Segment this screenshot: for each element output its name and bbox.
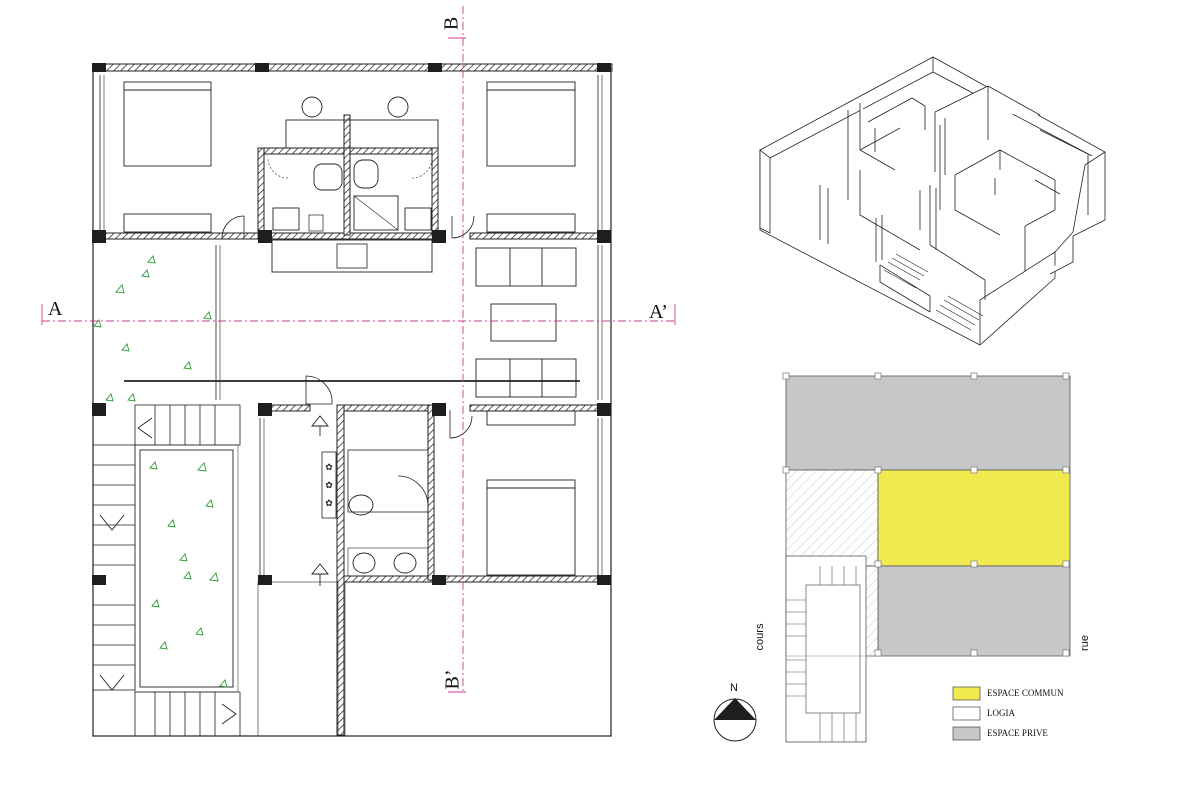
kitchen-sink [336,243,368,269]
site-diagram [782,372,1071,743]
north-arrow-icon [713,698,757,742]
shower [353,195,399,231]
stool [301,96,323,118]
wall [469,404,611,412]
svg-text:✿: ✿ [325,462,333,472]
desk [285,119,439,149]
site-columns [782,372,1070,657]
vegetation [93,255,228,688]
svg-text:✿: ✿ [325,498,333,508]
isometric-view [759,56,1106,346]
north-label: N [730,682,738,694]
street-side-label: rue [1079,635,1091,651]
wall [336,404,345,736]
legend-swatch-private [952,726,981,741]
washbasin [352,552,376,574]
wall [427,404,435,581]
sink [272,207,300,231]
door [451,215,475,239]
wall [343,114,351,236]
coffee-table [490,303,557,342]
washbasin [393,552,417,574]
site-stairs [786,566,857,742]
columns [92,63,611,585]
toilet [348,494,374,516]
sink [404,207,432,231]
private-zone [785,375,1071,471]
section-marker-b-prime: B’ [441,669,464,690]
staircase [134,691,241,737]
legend [952,686,981,741]
legend-label-common: ESPACE COMMUN [987,688,1064,698]
door [221,215,245,239]
wall [339,575,436,583]
door [397,475,429,507]
sofa [475,358,577,398]
bed [486,81,576,233]
private-zone [877,565,1071,657]
sofa [475,247,577,287]
bed [123,81,212,233]
wall [431,147,439,237]
legend-swatch-common [952,686,981,701]
courtyard [139,449,234,688]
toilet [353,159,379,189]
north-wall [99,63,613,72]
entry-arrow-icon [311,563,329,586]
door [449,410,473,439]
wall [469,232,611,240]
wall [99,232,261,240]
stove [321,451,337,519]
entry-arrow-icon [311,415,329,436]
common-zone [877,469,1071,567]
stool [387,96,409,118]
bed [486,410,576,576]
legend-swatch-logia [952,706,981,721]
floor-plan: ✿ ✿ ✿ [92,63,613,737]
legend-label-private: ESPACE PRIVE [987,728,1048,738]
staircase [92,444,136,691]
section-marker-a: A [48,298,63,320]
courtyard-side-label: cours [754,623,766,651]
logia-zone [785,469,879,567]
section-marker-a-prime: A’ [649,301,668,323]
wall [434,575,611,583]
wall [257,147,265,237]
svg-text:✿: ✿ [325,480,333,490]
iso-stairs [883,253,984,331]
legend-label-logia: LOGIA [987,708,1015,718]
staircase [134,404,241,446]
toilet [313,163,343,191]
wall [339,404,441,412]
section-marker-b: B [440,16,463,31]
kitchen-counter [271,239,433,273]
entry-door [305,375,333,405]
